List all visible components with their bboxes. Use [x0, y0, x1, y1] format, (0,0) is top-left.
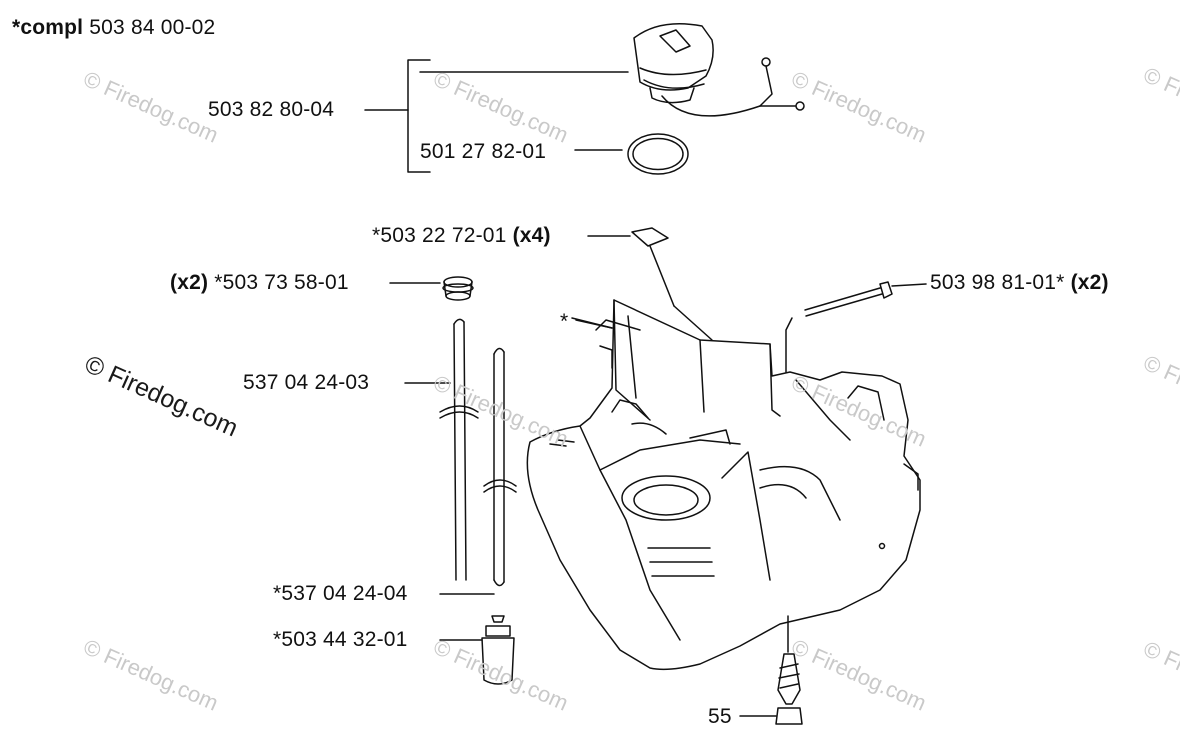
tank-leader	[575, 319, 613, 329]
fuel-cap-part	[633, 23, 805, 117]
grommet-qty: (x2)	[170, 271, 209, 294]
hose-1-label: 537 04 24-03	[243, 371, 370, 394]
screw-label: 55	[708, 705, 732, 728]
cap-assembly-label: 503 82 80-04	[208, 98, 335, 121]
grommet-part	[389, 276, 474, 301]
tank-marker: *	[560, 310, 569, 333]
filter-label: *503 44 32-01	[273, 628, 408, 651]
grommet-label: (x2) *503 73 58-01	[170, 271, 349, 295]
clip-qty: (x4)	[512, 224, 551, 247]
kit-number-label: *compl 503 84 00-02	[12, 16, 215, 40]
kit-number: 503 84 00-02	[89, 16, 216, 39]
bolt-qty: (x2)	[1070, 271, 1109, 294]
clip-number: *503 22 72-01	[372, 224, 507, 247]
oring-label: 501 27 82-01	[420, 140, 547, 163]
screw-part	[739, 615, 803, 725]
fuel-hoses	[404, 318, 517, 595]
fuel-tank-part	[526, 299, 921, 671]
clip-part	[587, 227, 713, 341]
cap-bracket-lines	[364, 59, 629, 173]
oring-part	[627, 133, 689, 175]
bolt-number: 503 98 81-01*	[930, 271, 1065, 294]
bolt-part	[785, 281, 927, 373]
grommet-number: *503 73 58-01	[214, 271, 349, 294]
bolt-label: 503 98 81-01* (x2)	[930, 271, 1109, 295]
fuel-filter-part	[439, 615, 515, 685]
hose-2-label: *537 04 24-04	[273, 582, 408, 605]
clip-label: *503 22 72-01 (x4)	[372, 224, 551, 248]
kit-prefix: *compl	[12, 16, 84, 39]
